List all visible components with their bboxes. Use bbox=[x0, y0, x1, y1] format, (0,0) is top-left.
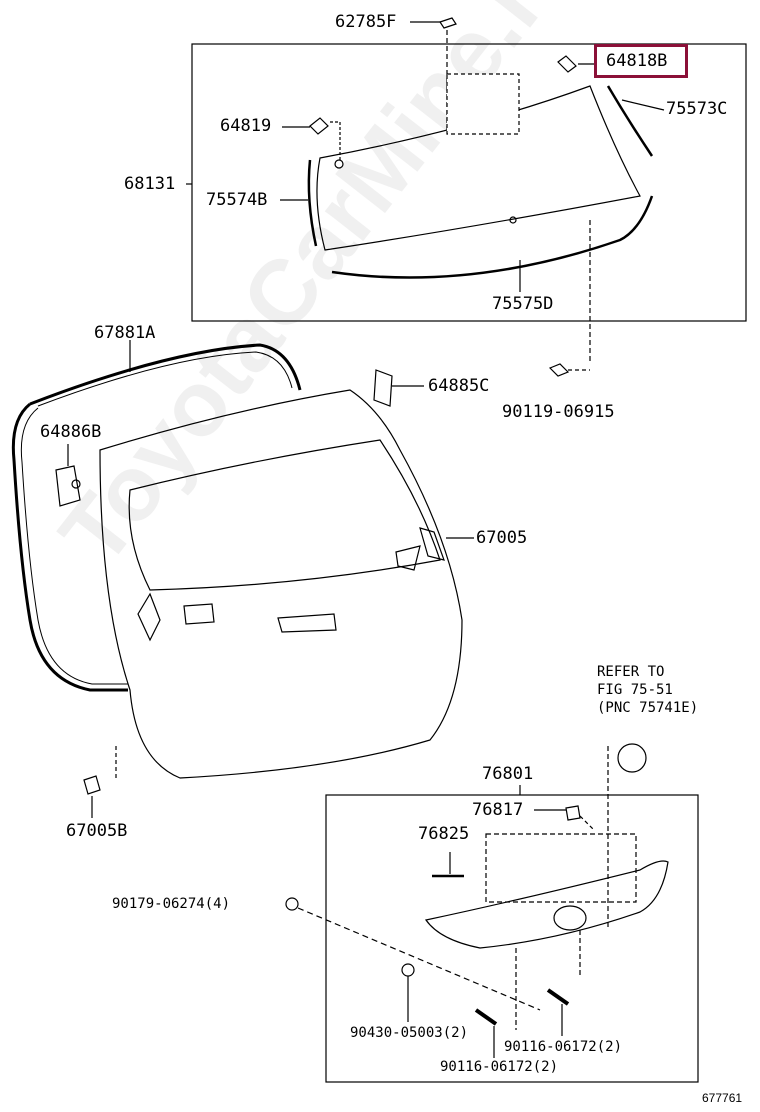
highlight-64818B bbox=[594, 44, 688, 78]
part-64886B-shape bbox=[55, 465, 81, 507]
part-90179-06274-shape bbox=[285, 897, 299, 911]
part-75574B-shape bbox=[307, 159, 318, 247]
part-67005B-shape bbox=[83, 775, 101, 795]
refer-line3[interactable]: (PNC 75741E) bbox=[597, 700, 699, 716]
refer-line1: REFER TO bbox=[597, 664, 665, 680]
emblem-shape bbox=[617, 743, 647, 773]
label-90116-06172-b[interactable]: 90116-06172(2) bbox=[440, 1059, 559, 1075]
part-64885C-shape bbox=[373, 369, 393, 407]
garnish-76801 bbox=[424, 860, 669, 949]
label-76817[interactable]: 76817 bbox=[472, 800, 524, 820]
label-75573C[interactable]: 75573C bbox=[666, 99, 728, 119]
label-64886B[interactable]: 64886B bbox=[40, 422, 102, 442]
label-76801[interactable]: 76801 bbox=[482, 764, 534, 784]
figure-number: 677761 bbox=[702, 1091, 743, 1105]
label-62785F[interactable]: 62785F bbox=[335, 12, 397, 32]
label-67005[interactable]: 67005 bbox=[476, 528, 528, 548]
label-75574B[interactable]: 75574B bbox=[206, 190, 268, 210]
label-67881A[interactable]: 67881A bbox=[94, 323, 156, 343]
label-90116-06172-a[interactable]: 90116-06172(2) bbox=[504, 1039, 623, 1055]
part-90119-06915-shape bbox=[548, 363, 570, 377]
label-68131[interactable]: 68131 bbox=[124, 174, 176, 194]
part-62785F-shape bbox=[439, 17, 457, 29]
part-90116-06172-a-shape bbox=[546, 988, 570, 1006]
glass-group-box bbox=[191, 43, 747, 322]
weatherstrip-67881A bbox=[11, 343, 302, 692]
label-64818B[interactable]: 64818B bbox=[606, 51, 668, 71]
label-64819[interactable]: 64819 bbox=[220, 116, 272, 136]
label-90119-06915[interactable]: 90119-06915 bbox=[502, 402, 615, 422]
label-90179-06274[interactable]: 90179-06274(4) bbox=[112, 896, 231, 912]
back-door-67005 bbox=[99, 389, 463, 779]
part-90116-06172-b-shape bbox=[474, 1008, 498, 1026]
label-64885C[interactable]: 64885C bbox=[428, 376, 490, 396]
part-90430-05003-shape bbox=[401, 963, 415, 977]
refer-line2: FIG 75-51 bbox=[597, 682, 673, 698]
part-64819-shape bbox=[309, 117, 329, 135]
label-75575D[interactable]: 75575D bbox=[492, 294, 554, 314]
garnish-group-box bbox=[325, 794, 699, 1083]
part-75573C-shape bbox=[606, 85, 654, 157]
part-75575D-shape bbox=[331, 195, 654, 279]
label-76825[interactable]: 76825 bbox=[418, 824, 470, 844]
part-64818B-shape bbox=[557, 55, 577, 73]
label-67005B[interactable]: 67005B bbox=[66, 821, 128, 841]
part-76817-shape bbox=[565, 805, 581, 821]
label-90430-05003[interactable]: 90430-05003(2) bbox=[350, 1025, 469, 1041]
